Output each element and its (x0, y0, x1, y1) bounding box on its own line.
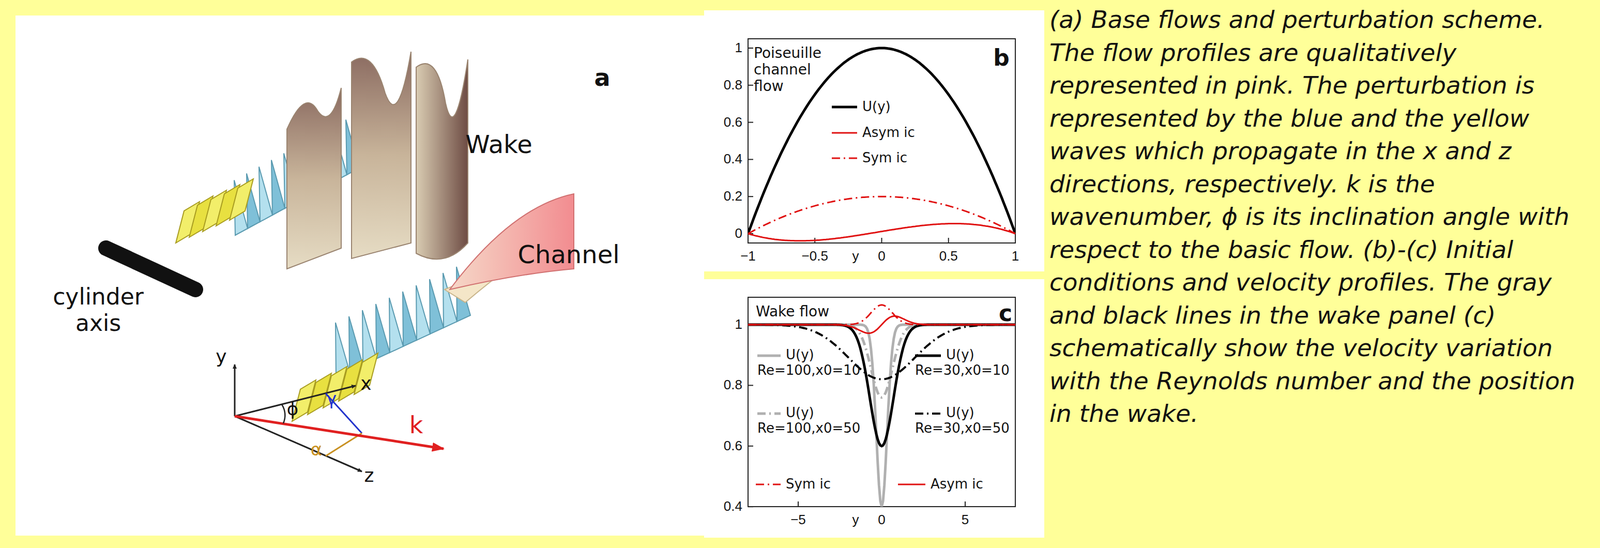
label: 1 (735, 316, 743, 333)
legend-sample (831, 132, 858, 134)
tick (748, 195, 754, 197)
label: x (360, 372, 372, 394)
label: 0.4 (723, 498, 743, 515)
legend-text: U(y) Re=100,x0=10 (757, 346, 869, 378)
label: 5 (961, 512, 969, 528)
tick (881, 237, 883, 243)
label: 0.6 (723, 114, 743, 131)
cylinder (105, 248, 196, 290)
tick (748, 122, 754, 124)
tick (748, 506, 754, 508)
axes (234, 364, 444, 472)
label: −1 (740, 248, 756, 265)
label: 0.4 (723, 151, 743, 167)
legend-text: Asym ic (930, 476, 984, 493)
yellow-wave (354, 353, 378, 395)
label: y (852, 248, 860, 265)
label: y (852, 512, 860, 528)
label: k (409, 411, 424, 439)
legend-text: Asym ic (862, 125, 916, 141)
label: ϕ (286, 399, 299, 420)
label: γ (326, 388, 337, 409)
blue-wave (389, 297, 404, 353)
tick (797, 501, 799, 507)
plots (748, 38, 1016, 507)
tick (748, 158, 754, 160)
tick (748, 384, 754, 386)
label: 0.6 (723, 438, 743, 454)
profile-curve (748, 324, 1016, 507)
label: Channel (517, 240, 620, 269)
wake-sheet (416, 59, 468, 259)
legend-text: U(y) Re=30,x0=10 (915, 346, 1019, 378)
legend-sample (897, 483, 926, 486)
label: 0.5 (939, 248, 958, 265)
tick (948, 237, 950, 243)
legend-text: U(y) (862, 99, 891, 115)
label: Wake flow (755, 303, 830, 320)
label: Poiseuille channel flow (753, 44, 832, 96)
blue-wave (429, 279, 444, 334)
blue-wave (375, 303, 390, 359)
caption: (a) Base flows and perturbation scheme. … (1049, 3, 1595, 431)
label: 0 (877, 512, 886, 528)
label: 1 (735, 40, 743, 56)
profile-curve (748, 223, 1016, 241)
legend-sample (757, 354, 781, 358)
label: y (215, 345, 227, 368)
blue-wave (416, 285, 431, 341)
plot-frame (748, 297, 1016, 507)
label: c (998, 300, 1013, 327)
panel-c (704, 279, 1045, 538)
panel-a (15, 15, 705, 536)
panel-b (704, 10, 1045, 272)
tick (747, 237, 749, 243)
blue-wave (443, 272, 457, 328)
legend-text: Sym ic (862, 150, 908, 166)
profile-curve (748, 324, 1016, 398)
label: −5 (790, 512, 806, 528)
label: cylinder axis (28, 283, 169, 337)
wake-sheet (286, 87, 342, 269)
plot-frame (748, 38, 1016, 243)
legend-text: U(y) Re=100,x0=50 (757, 404, 869, 436)
tick (1014, 237, 1016, 243)
legend-sample (757, 412, 781, 416)
legend-sample (831, 157, 858, 160)
tick (748, 84, 754, 86)
label: α (310, 439, 323, 460)
label: 0 (735, 225, 743, 242)
tick (964, 501, 966, 507)
label: z (364, 464, 375, 486)
label: −0.5 (801, 248, 829, 265)
legend-sample (755, 483, 781, 486)
label: 0.2 (723, 188, 743, 205)
profile-curve (748, 196, 1016, 234)
legend-sample (915, 354, 941, 358)
legend-sample (831, 105, 858, 109)
wake-sheet (351, 51, 411, 259)
label: b (993, 44, 1010, 72)
yellow-wave (229, 178, 254, 221)
label: 0.8 (723, 77, 743, 94)
blue-wave (402, 291, 417, 347)
label: Wake (465, 130, 532, 159)
tick (748, 445, 754, 447)
legend-sample (915, 412, 941, 415)
legend-text: U(y) Re=30,x0=50 (915, 404, 1019, 436)
blue-wave (258, 166, 273, 223)
legend-text: Sym ic (785, 476, 831, 493)
label: 0.8 (723, 377, 743, 393)
label: a (593, 64, 611, 92)
label: 1 (1011, 248, 1019, 265)
blue-wave (271, 160, 285, 216)
label: 0 (877, 248, 886, 265)
tick (748, 47, 754, 49)
